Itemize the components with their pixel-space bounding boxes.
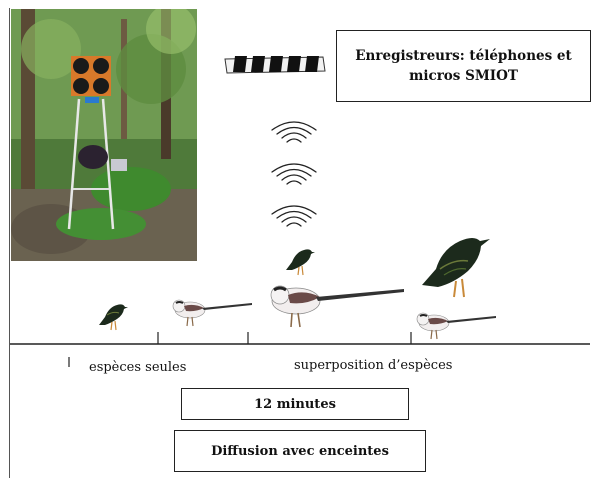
long-tailed-tit-icon bbox=[416, 312, 496, 340]
recorder-array-icon bbox=[224, 56, 326, 74]
diffusion-text: Diffusion avec enceintes bbox=[211, 443, 389, 459]
duration-text: 12 minutes bbox=[254, 396, 336, 412]
recorders-box: Enregistreurs: téléphones et micros SMIO… bbox=[336, 30, 591, 102]
diffusion-box: Diffusion avec enceintes bbox=[174, 430, 426, 472]
label-single-species: espèces seules bbox=[89, 360, 187, 375]
duration-box: 12 minutes bbox=[181, 388, 409, 420]
field-speaker-photo bbox=[11, 9, 197, 261]
frame-left-border bbox=[9, 8, 10, 478]
starling-icon bbox=[422, 238, 490, 298]
long-tailed-tit-icon bbox=[270, 285, 404, 328]
starling-icon bbox=[286, 249, 315, 276]
label-species-overlap: superposition d’espèces bbox=[294, 358, 453, 373]
long-tailed-tit-icon bbox=[172, 299, 252, 327]
recorders-text: Enregistreurs: téléphones et micros SMIO… bbox=[355, 48, 572, 84]
sound-wave-icon bbox=[271, 121, 317, 227]
starling-icon bbox=[99, 304, 128, 331]
